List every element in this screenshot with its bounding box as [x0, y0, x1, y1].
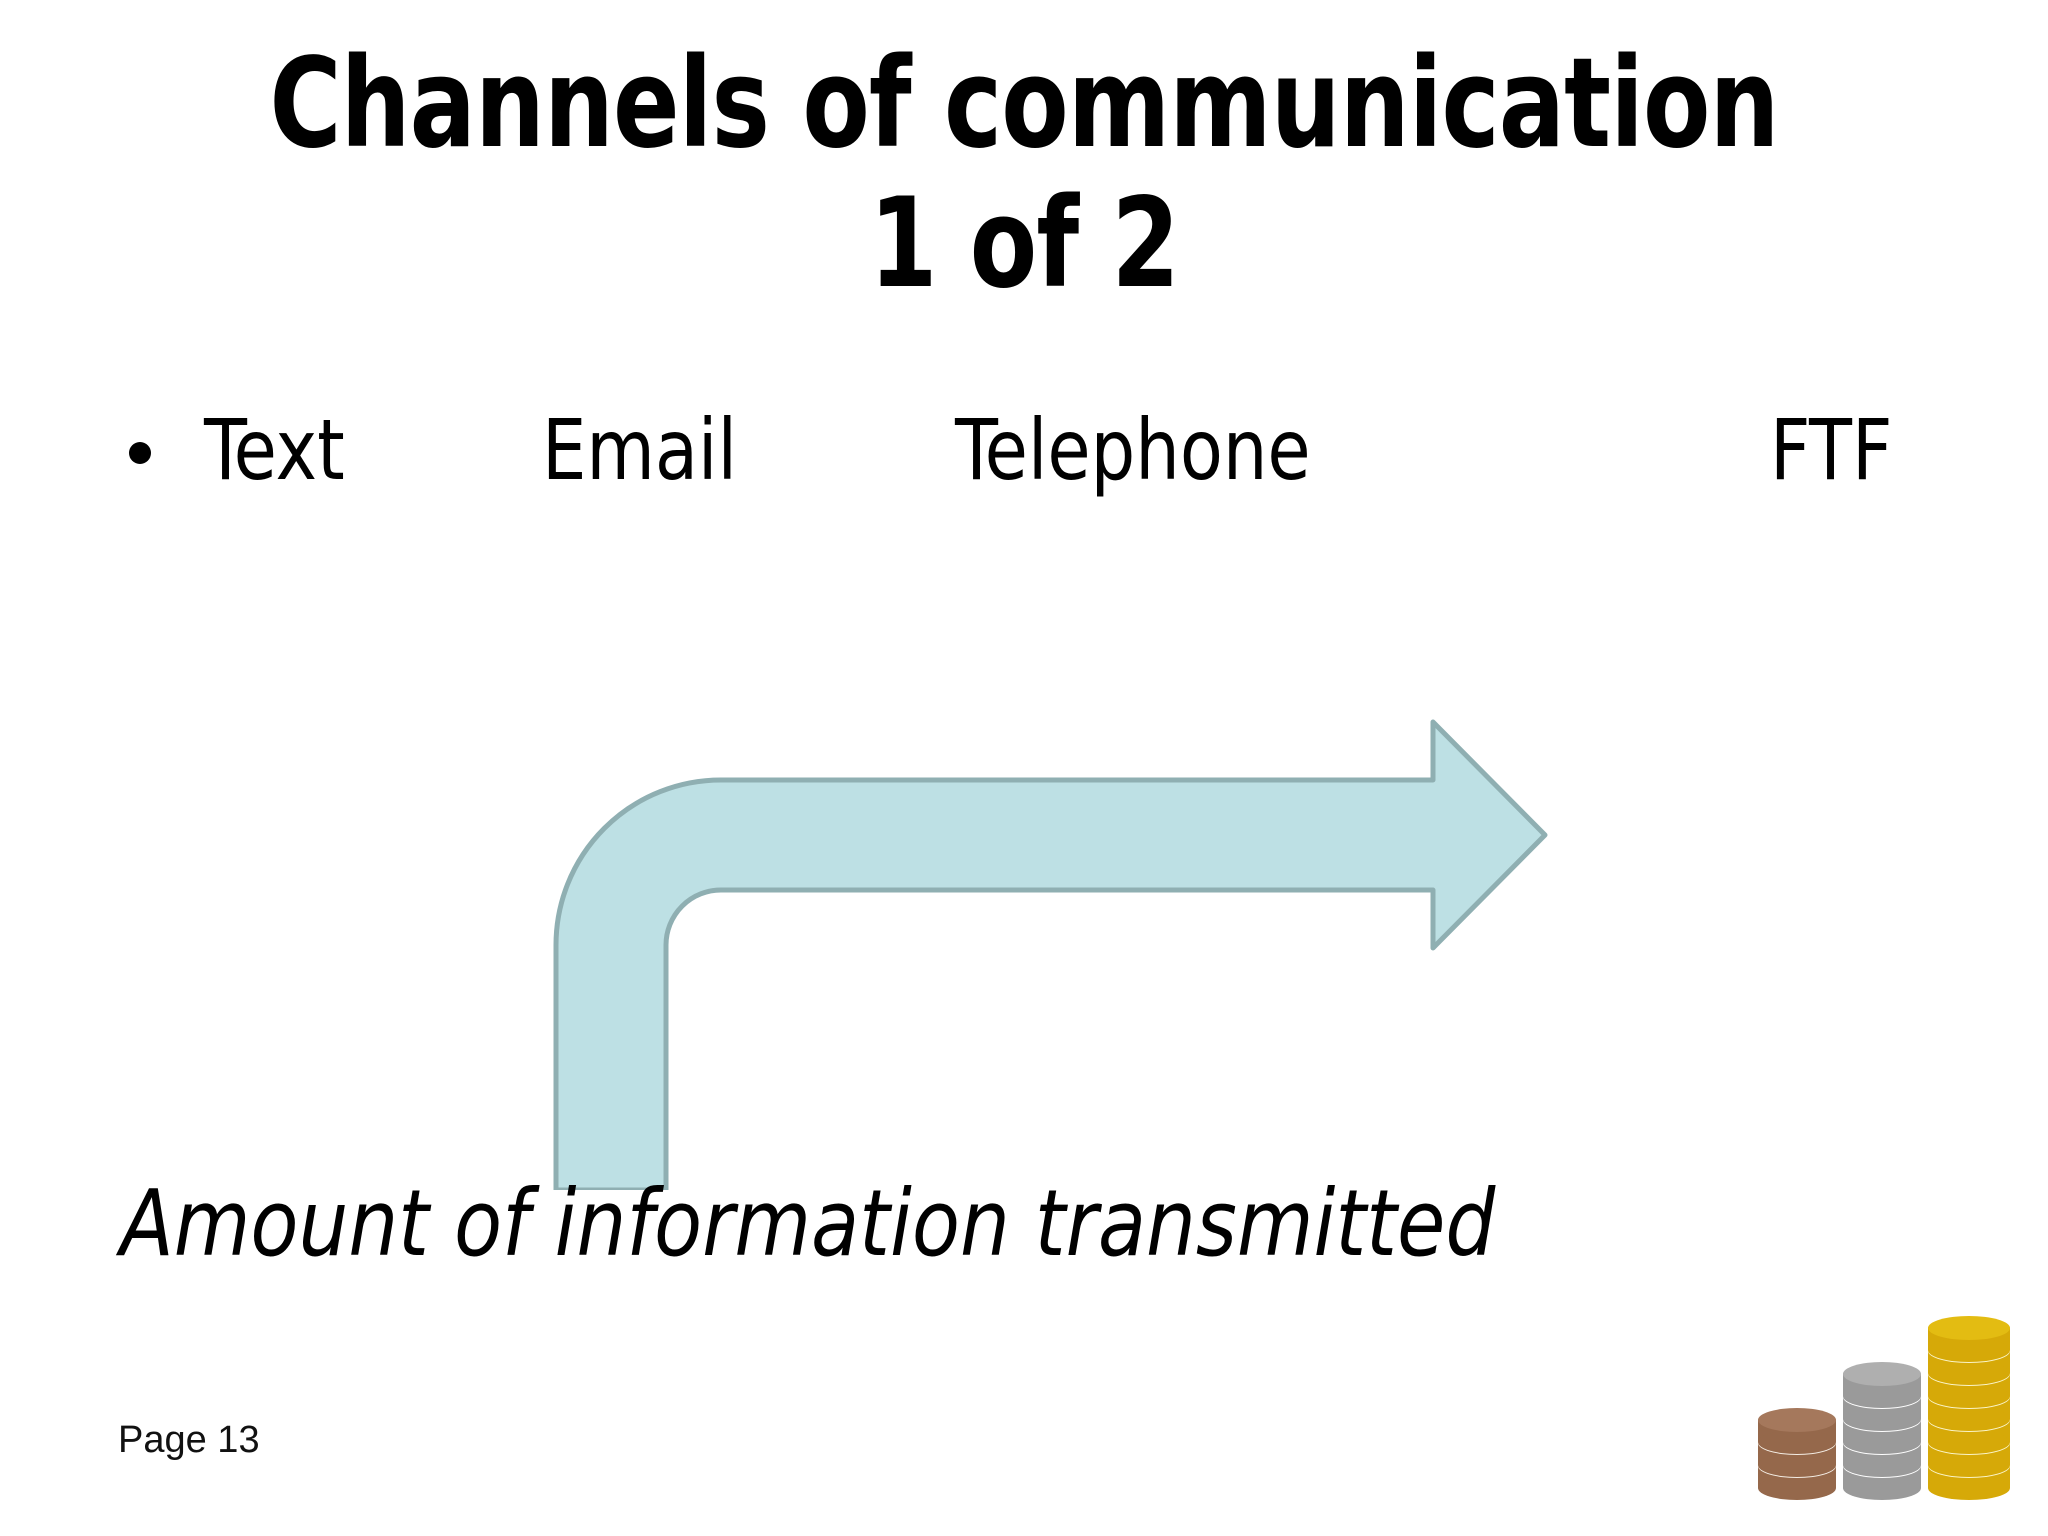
title-line-2: 1 of 2	[869, 172, 1180, 316]
coin-stacks-graphic	[1736, 1288, 2036, 1536]
coin-stack-gold	[1928, 1316, 2010, 1500]
coin-stack-silver	[1843, 1362, 1921, 1500]
page-number: Page 13	[118, 1419, 260, 1461]
bent-arrow-up-right-icon	[540, 700, 1570, 1190]
arrow-caption: Amount of information transmitted	[120, 1170, 1496, 1277]
coin-stack-bronze	[1758, 1408, 1836, 1500]
bent-arrow-shape	[553, 719, 1548, 1190]
bullet-dot-icon	[129, 442, 151, 464]
channel-label-email: Email	[542, 401, 737, 499]
title-line-1: Channels of communication	[269, 32, 1779, 176]
page-title: Channels of communication 1 of 2	[0, 34, 2048, 314]
channel-label-ftf: FTF	[1770, 401, 1893, 499]
channels-bullet-row: Text Email Telephone FTF	[0, 398, 2048, 508]
channel-label-telephone: Telephone	[955, 401, 1311, 499]
channel-label-text: Text	[204, 401, 345, 499]
